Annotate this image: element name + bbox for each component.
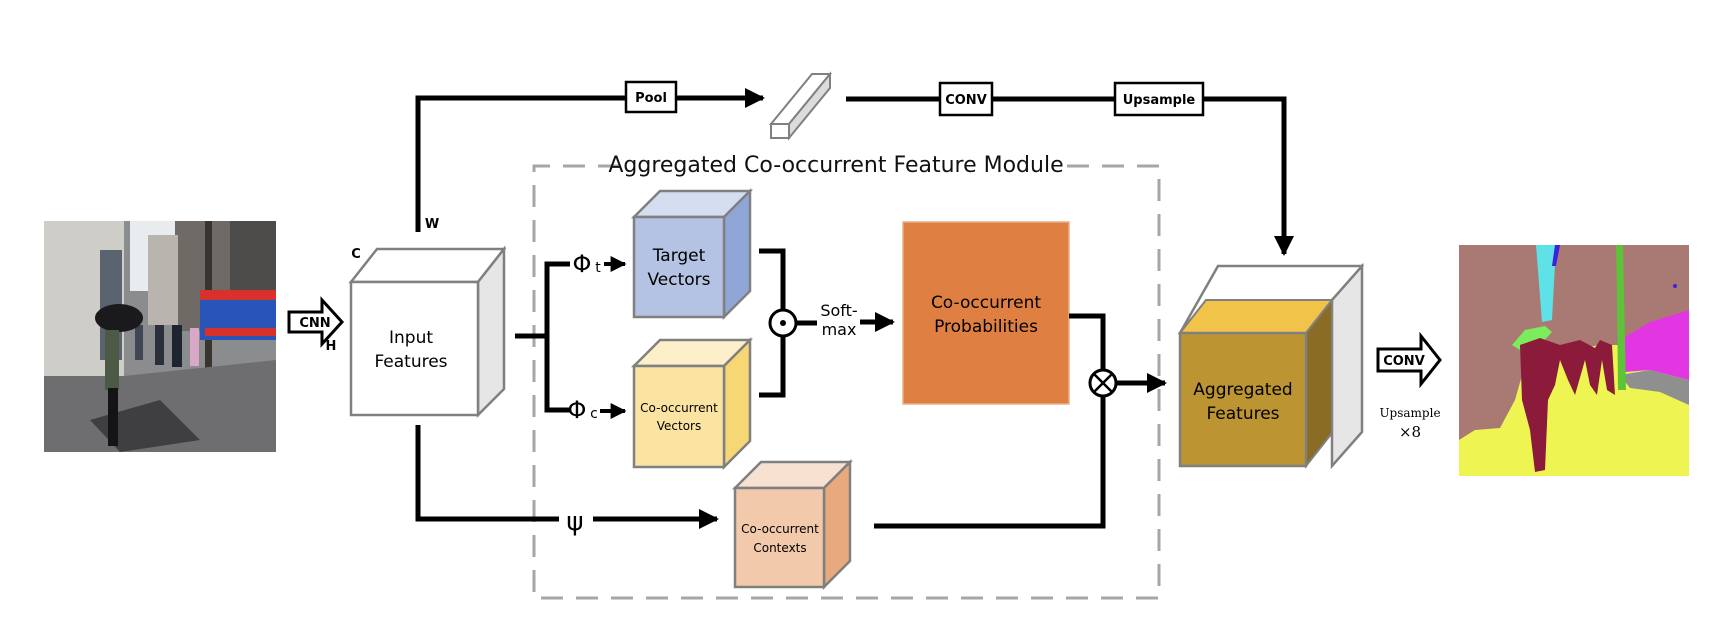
conv-box [938, 81, 994, 117]
input-features-cube: Input Features [348, 245, 507, 419]
upsample-label: Upsample [1123, 93, 1196, 108]
module-title: Aggregated Co-occurrent Feature Module [608, 153, 1063, 178]
cooccurrent-vectors-cube: Co-occurrent Vectors [630, 336, 754, 471]
cooccurrent-probabilities-label-2: Probabilities [934, 317, 1038, 337]
cooccurrent-contexts-cube: Co-occurrent Contexts [731, 458, 854, 591]
dim-c-label: C [351, 247, 361, 262]
cooccurrent-probabilities-block: Co-occurrent Probabilities [902, 221, 1070, 405]
conv-label: CONV [945, 93, 987, 108]
cnn-arrow: CNN [287, 296, 345, 348]
output-conv-label: CONV [1383, 354, 1425, 369]
upsample-factor: ×8 [1399, 423, 1421, 441]
module-frame: Aggregated Co-occurrent Feature Module [532, 153, 1161, 600]
target-vectors-label-2: Vectors [647, 270, 710, 290]
dot-product-merge: Soft- max [759, 248, 895, 398]
global-path: Pool CONV Upsample [415, 71, 1294, 256]
aggregated-features-label-2: Features [1206, 404, 1279, 424]
cooccurrent-vectors-label-2: Vectors [657, 419, 702, 433]
target-vectors-label-1: Target [652, 246, 706, 266]
input-features-label-1: Input [389, 328, 433, 348]
phi-c-symbol: Φ [568, 396, 587, 424]
phi-t-subscript: t [595, 260, 601, 276]
softmax-label-1: Soft- [820, 301, 857, 320]
cooccurrent-probabilities-label-1: Co-occurrent [931, 293, 1041, 313]
dim-h-label: H [326, 339, 337, 354]
aggregated-features-cube: Aggregated Features [1177, 262, 1365, 470]
cooccurrent-vectors-label-1: Co-occurrent [640, 401, 718, 415]
aggregated-features-label-1: Aggregated [1193, 380, 1292, 400]
phi-t-symbol: Φ [573, 250, 592, 278]
psi-path: ψ [415, 425, 719, 537]
cnn-label: CNN [299, 316, 330, 331]
pool-box [624, 80, 678, 114]
upsample-box [1113, 81, 1205, 117]
input-features-label-2: Features [374, 352, 447, 372]
softmax-label-2: max [822, 320, 857, 339]
segmentation-output [1459, 245, 1689, 476]
pool-label: Pool [635, 91, 667, 106]
phi-c-subscript: c [590, 406, 598, 422]
dim-w-label: W [425, 217, 439, 232]
cooccurrent-contexts-label-1: Co-occurrent [741, 522, 819, 536]
pooled-vector [768, 71, 833, 141]
output-conv-arrow: CONV Upsample ×8 [1376, 331, 1442, 441]
input-image [44, 221, 276, 452]
upsample-note: Upsample [1379, 406, 1440, 420]
psi-symbol: ψ [566, 507, 583, 537]
target-vectors-cube: Target Vectors [630, 187, 754, 321]
multiply-merge [874, 313, 1167, 529]
phi-branch: Φ t Φ c [515, 250, 627, 424]
cooccurrent-contexts-label-2: Contexts [753, 541, 806, 555]
